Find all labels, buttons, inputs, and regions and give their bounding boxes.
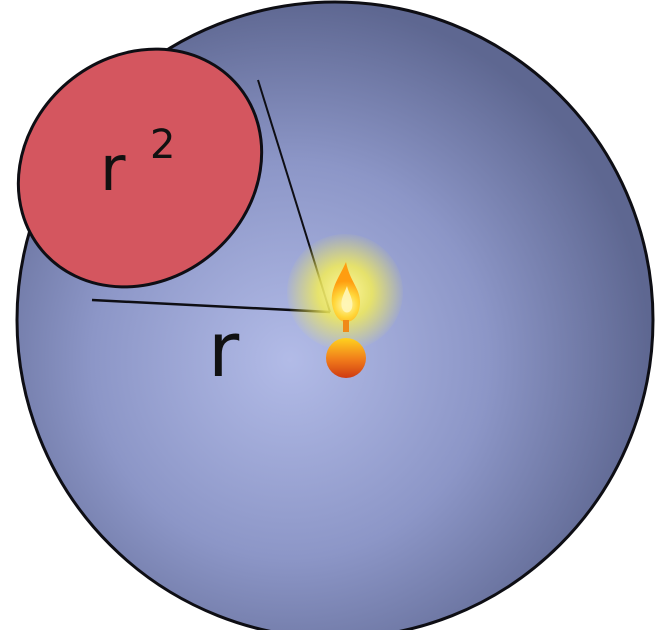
area-patch bbox=[16, 47, 264, 289]
candle-flame-icon bbox=[287, 234, 403, 378]
radius-label: r bbox=[208, 305, 240, 394]
area-label: r bbox=[100, 132, 126, 205]
area-label-exponent: 2 bbox=[150, 122, 175, 168]
